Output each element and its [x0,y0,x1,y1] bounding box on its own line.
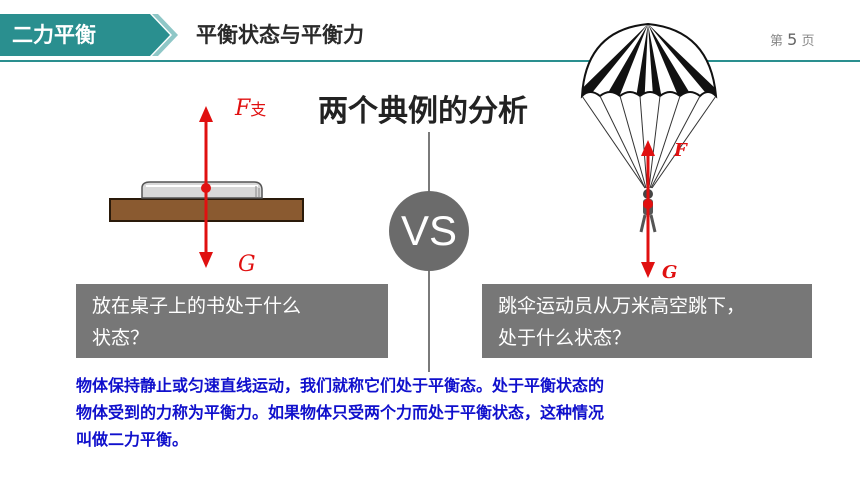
question-line: 跳伞运动员从万米高空跳下， [498,295,746,317]
page-prefix: 第 [770,34,784,49]
definition-line: 物体受到的力称为平衡力。如果物体只受两个力而处于平衡状态，这种情况 [76,403,605,422]
force-symbol: F [235,96,251,121]
page-indicator: 第 5 页 [770,30,815,49]
arrow-up-icon [641,140,655,156]
header-divider [0,60,860,62]
question-line: 放在桌子上的书处于什么 [92,295,302,317]
arrow-down-icon [641,262,655,278]
question-line: 处于什么状态？ [498,327,632,349]
slide-title: 平衡状态与平衡力 [196,23,364,47]
vs-badge: VS [389,191,469,271]
arrow-up-icon [199,106,213,122]
definition-line: 物体保持静止或匀速直线运动，我们就称它们处于平衡态。处于平衡状态的 [76,376,605,395]
force-label-support: F支 [235,96,266,121]
header-section-tab [0,14,170,56]
section-title: 两个典例的分析 [318,94,528,129]
force-label-book-gravity: G [238,252,256,277]
definition-text: 物体保持静止或匀速直线运动，我们就称它们处于平衡态。处于平衡状态的 物体受到的力… [76,372,796,453]
arrow-down-icon [199,252,213,268]
force-label-parachute-gravity: G [662,262,678,283]
header-section-label: 二力平衡 [12,23,96,47]
page-suffix: 页 [801,34,815,49]
parachute-force-arrows [641,140,655,278]
force-subscript: 支 [250,100,267,119]
question-line: 状态？ [92,327,150,349]
book-force-arrows [199,106,213,268]
right-question-box: 跳伞运动员从万米高空跳下， 处于什么状态？ [482,284,812,358]
page-number: 5 [787,30,798,49]
definition-line: 叫做二力平衡。 [76,430,189,449]
left-question-box: 放在桌子上的书处于什么 状态？ [76,284,388,358]
force-label-parachute-pull: F [674,140,687,161]
